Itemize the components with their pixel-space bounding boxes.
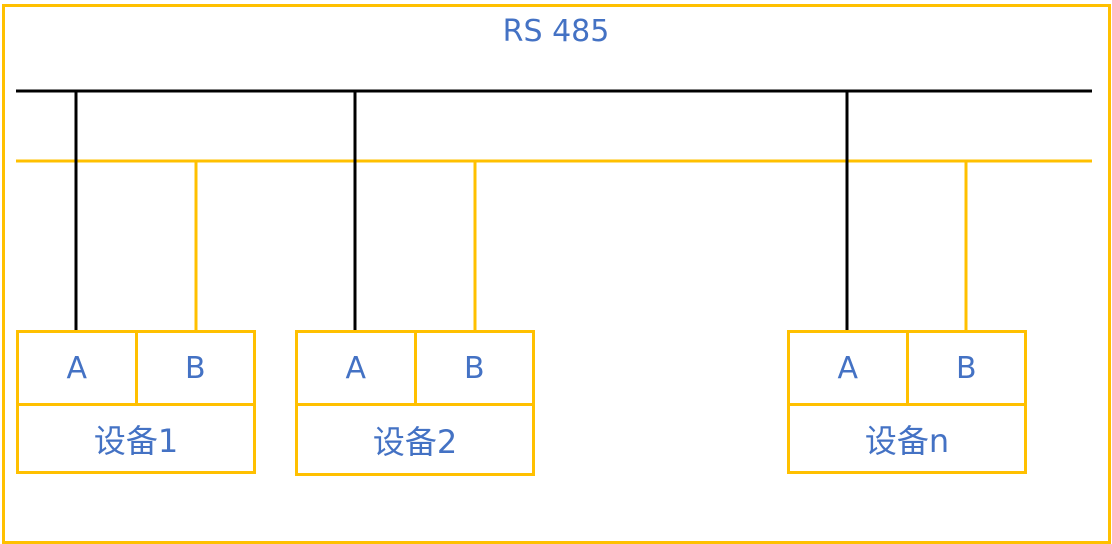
- device-name: 设备2: [372, 422, 458, 461]
- terminal-a-label: A: [298, 333, 417, 403]
- terminal-a-label: A: [790, 333, 909, 403]
- terminal-row: A B: [790, 333, 1024, 406]
- terminal-row: A B: [19, 333, 253, 406]
- device-box-1: A B 设备1: [16, 330, 256, 474]
- terminal-row: A B: [298, 333, 532, 406]
- device-name: 设备n: [864, 421, 950, 460]
- terminal-a-label: A: [19, 333, 138, 403]
- device-box-n: A B 设备n: [787, 330, 1027, 474]
- terminal-b-label: B: [955, 350, 977, 386]
- device-name: 设备1: [93, 421, 179, 460]
- terminal-b-label: B: [184, 350, 206, 386]
- device-box-2: A B 设备2: [295, 330, 535, 476]
- bus-title: RS 485: [502, 14, 610, 49]
- terminal-b-label: B: [463, 350, 485, 386]
